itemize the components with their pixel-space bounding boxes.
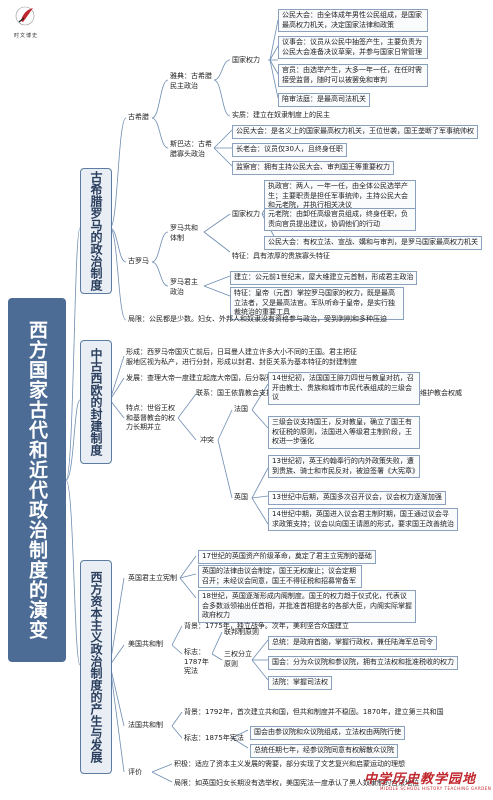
evaluation-limit: 局限：如英国妇女长期没有选举权，美国宪法一度承认了黑人奴隶制的合法地位	[174, 779, 419, 787]
us-background: 背景：1775年，独立战争。次年，美利坚合众国建立	[184, 622, 349, 630]
node-athens: 雅典：古希腊民主政治	[170, 72, 212, 90]
athens-essence: 实质：建立在奴隶制度上的民主	[232, 111, 330, 119]
us-congress: 国会：分为众议院和参议院，拥有立法权和批准税收的权力	[268, 656, 458, 670]
france-philip: 14世纪初，法国国王腓力四世与教皇对抗，召开由教士、贵族和城市市民代表组成的三级…	[268, 372, 420, 405]
watermark-title: 中学历史教学园地	[364, 772, 477, 787]
us-separation: 三权分立原则	[224, 650, 252, 668]
france-parliament: 国会由参议院和众议院组成，立法权由两院行使	[250, 726, 405, 740]
uk-revolution: 17世纪的英国资产阶级革命，奠定了君主立宪制的基础	[198, 550, 376, 564]
france-estates: 三级会议支持国王，反对教皇，确立了国王有权征税的原则，法国进入等级君主制阶段，王…	[268, 416, 420, 449]
node-rome-republic: 罗马共和体制	[170, 224, 198, 242]
sparta-elders: 长老会：议员仅30人，且终身任职	[232, 143, 347, 157]
us-federalism: 联邦制原则	[224, 628, 259, 636]
site-logo: 时文博史	[6, 4, 46, 40]
rome-empire-feature: 特征：皇帝（元首）掌控罗马国家的权力，既是最高立法者，又是最高法官。军队听命于皇…	[230, 287, 404, 320]
node-rome-empire: 罗马君主政治	[170, 278, 198, 296]
node-feudal-england: 英国	[234, 493, 248, 501]
sparta-ephors: 监察官：拥有主持公民大会、审判国王等重要权力	[232, 161, 394, 175]
rome-republic-feature: 特征：具有浓厚的贵族寡头特征	[232, 252, 330, 260]
uk-parliament-law: 英国的法律由议会制定，国王无权废止；议会定期召开；未经议会同意，国王不得征税和招…	[198, 565, 362, 588]
feudal-formation: 形成：西罗马帝国灭亡前后，日耳曼人建立许多大小不同的王国。君主把征服地区视为私产…	[126, 348, 357, 366]
rome-assembly: 公民大会：有权立法、宣战、媾和与审判，是罗马国家最高权力机关	[264, 236, 482, 250]
logo-text: 时文博史	[13, 33, 38, 39]
node-france-republic: 法国共和制	[128, 721, 163, 729]
us-president: 总统：是政府首脑，掌握行政权，兼任陆海军总司令	[268, 636, 437, 650]
node-greece: 古希腊	[128, 113, 149, 121]
branch-greece-rome: 古希腊罗马的政治制度	[80, 168, 112, 294]
feudal-feature: 特点：世俗王权和基督教会的权力长期并立	[126, 404, 175, 431]
node-uk-monarchy: 英国君主立宪制	[128, 574, 177, 582]
athens-court: 陪审法庭：是最高司法机关	[278, 93, 370, 107]
athens-council: 议事会：议员从公民中抽签产生，主要负责为公民大会准备决议草案，并参与国家日常管理	[278, 36, 428, 59]
root-title: 西方国家古代和近代政治制度的演变	[8, 298, 66, 662]
rome-empire-founding: 建立：公元前1世纪末，屋大维建立元首制，形成君主政治	[230, 271, 418, 285]
rome-senate: 元老院：由卸任高级官员组成，终身任职，负责向官员提出建议，协调他们的行动	[264, 208, 416, 231]
france-president: 总统任期七年，经参议院同意有权解散众议院	[250, 744, 398, 758]
branch-capitalist: 西方资本主义政治制度的产生与发展	[80, 560, 112, 774]
node-us-republic: 美国共和制	[128, 640, 163, 648]
greece-rome-limit: 局限：公民都是少数。妇女、外邦人和奴隶没有资格参与政治，受到剥削和多种压迫	[128, 315, 387, 323]
node-athens-power: 国家权力	[232, 56, 260, 64]
logo-brush-icon	[15, 6, 35, 26]
node-rome-power: 国家权力	[232, 210, 260, 218]
us-court: 法院：掌握司法权	[268, 676, 332, 690]
england-parliamentary-monarchy: 14世纪中期，英国进入议会君主制时期，国王通过议会寻求政策支持；议会以向国王请愿…	[268, 508, 458, 531]
node-evaluation: 评价	[128, 768, 142, 776]
athens-assembly: 公民大会：由全体成年男性公民组成，是国家最高权力机关，决定国家法律和政策	[278, 9, 428, 32]
sparta-assembly: 公民大会：是名义上的国家最高权力机关，王位世袭，国王垄断了军事统帅权	[232, 125, 478, 139]
uk-cabinet: 18世纪，英国逐渐形成内阁制度。国王的权力趋于仪式化，代表议会多数派领袖出任首相…	[198, 590, 416, 623]
france-background: 背景：1792年，首次建立共和国，但共和制度并不稳固。1870年，建立第三共和国	[184, 708, 444, 716]
england-magna-carta: 13世纪初，英王约翰奉行的内外政策失败，遭到贵族、骑士和市民反对，被迫签署《大宪…	[268, 455, 420, 478]
athens-officials: 官员：由选举产生，大多一年一任，在任时需接受监督，随时可以被罢免和审判	[278, 64, 428, 87]
node-rome: 古罗马	[128, 257, 149, 265]
france-constitution: 标志：1875年宪法	[184, 734, 244, 742]
england-parliament: 13世纪中后期，英国多次召开议会，议会权力逐渐加强	[268, 491, 446, 505]
watermark-subtitle: MIDDLE SCHOOL HISTORY TEACHING GARDEN	[380, 786, 492, 791]
evaluation-positive: 积极：适应了资本主义发展的需要，部分实现了文艺复兴和启蒙运动的理想	[174, 760, 405, 768]
node-sparta: 斯巴达：古希腊寡头政治	[170, 140, 212, 158]
branch-feudal: 中古西欧的封建制度	[80, 340, 112, 464]
us-constitution: 标志：1787年宪法	[184, 648, 209, 675]
node-conflict: 冲突	[200, 436, 214, 444]
node-feudal-france: 法国	[234, 405, 248, 413]
